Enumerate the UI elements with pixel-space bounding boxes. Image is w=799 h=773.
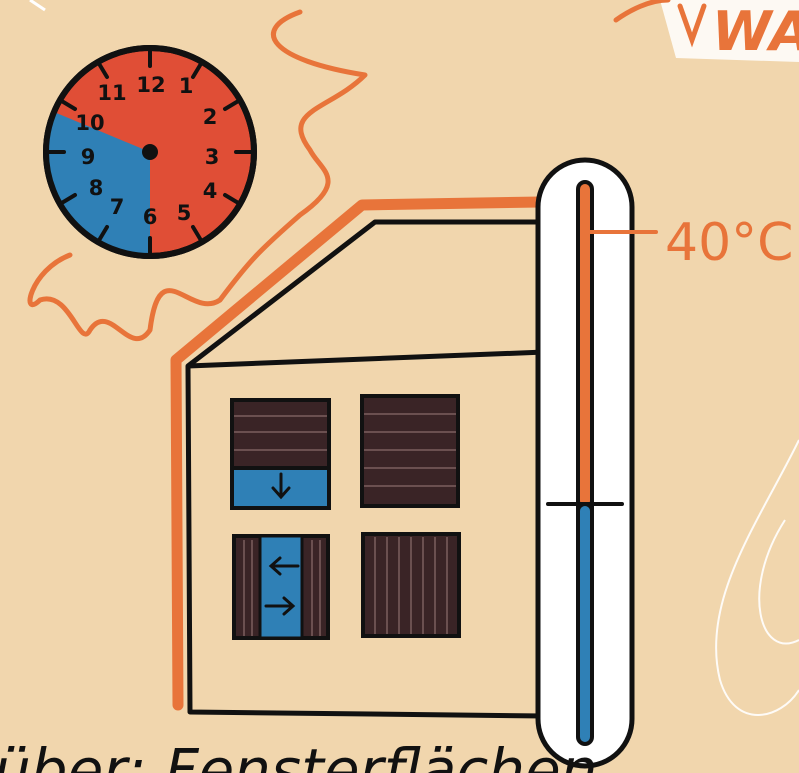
window-sliding-shutter bbox=[234, 536, 328, 638]
clock-number-9: 9 bbox=[81, 145, 96, 169]
window-vertical-blinds bbox=[363, 534, 459, 636]
banner: WA bbox=[616, 0, 799, 63]
thermometer-reading: 40°C bbox=[665, 213, 793, 273]
clock-number-10: 10 bbox=[75, 111, 104, 135]
clock-number-2: 2 bbox=[203, 105, 218, 129]
window-closed-shutter bbox=[362, 396, 458, 506]
clock-number-4: 4 bbox=[203, 179, 218, 203]
clock-number-8: 8 bbox=[89, 176, 104, 200]
thermometer-icon: 40°C bbox=[538, 160, 793, 766]
decorative-mark bbox=[30, 0, 45, 10]
banner-text: WA bbox=[712, 0, 799, 63]
clock-number-3: 3 bbox=[205, 145, 220, 169]
decorative-swirl bbox=[716, 440, 799, 715]
bottom-caption: über: Fensterflächen bbox=[0, 736, 597, 773]
clock-center bbox=[142, 144, 158, 160]
clock-number-12: 12 bbox=[136, 73, 165, 97]
clock-number-1: 1 bbox=[179, 74, 194, 98]
window-roller-shutter bbox=[232, 400, 329, 508]
clock-number-11: 11 bbox=[97, 81, 126, 105]
clock-number-5: 5 bbox=[177, 201, 192, 225]
clock-number-7: 7 bbox=[110, 195, 125, 219]
banner-arrow-icon bbox=[616, 0, 668, 20]
clock-icon: 12 1 2 3 4 5 6 7 8 9 10 11 bbox=[46, 48, 254, 256]
thermometer-cool-column bbox=[580, 506, 590, 742]
house-icon bbox=[176, 202, 545, 716]
clock-number-6: 6 bbox=[143, 205, 158, 229]
